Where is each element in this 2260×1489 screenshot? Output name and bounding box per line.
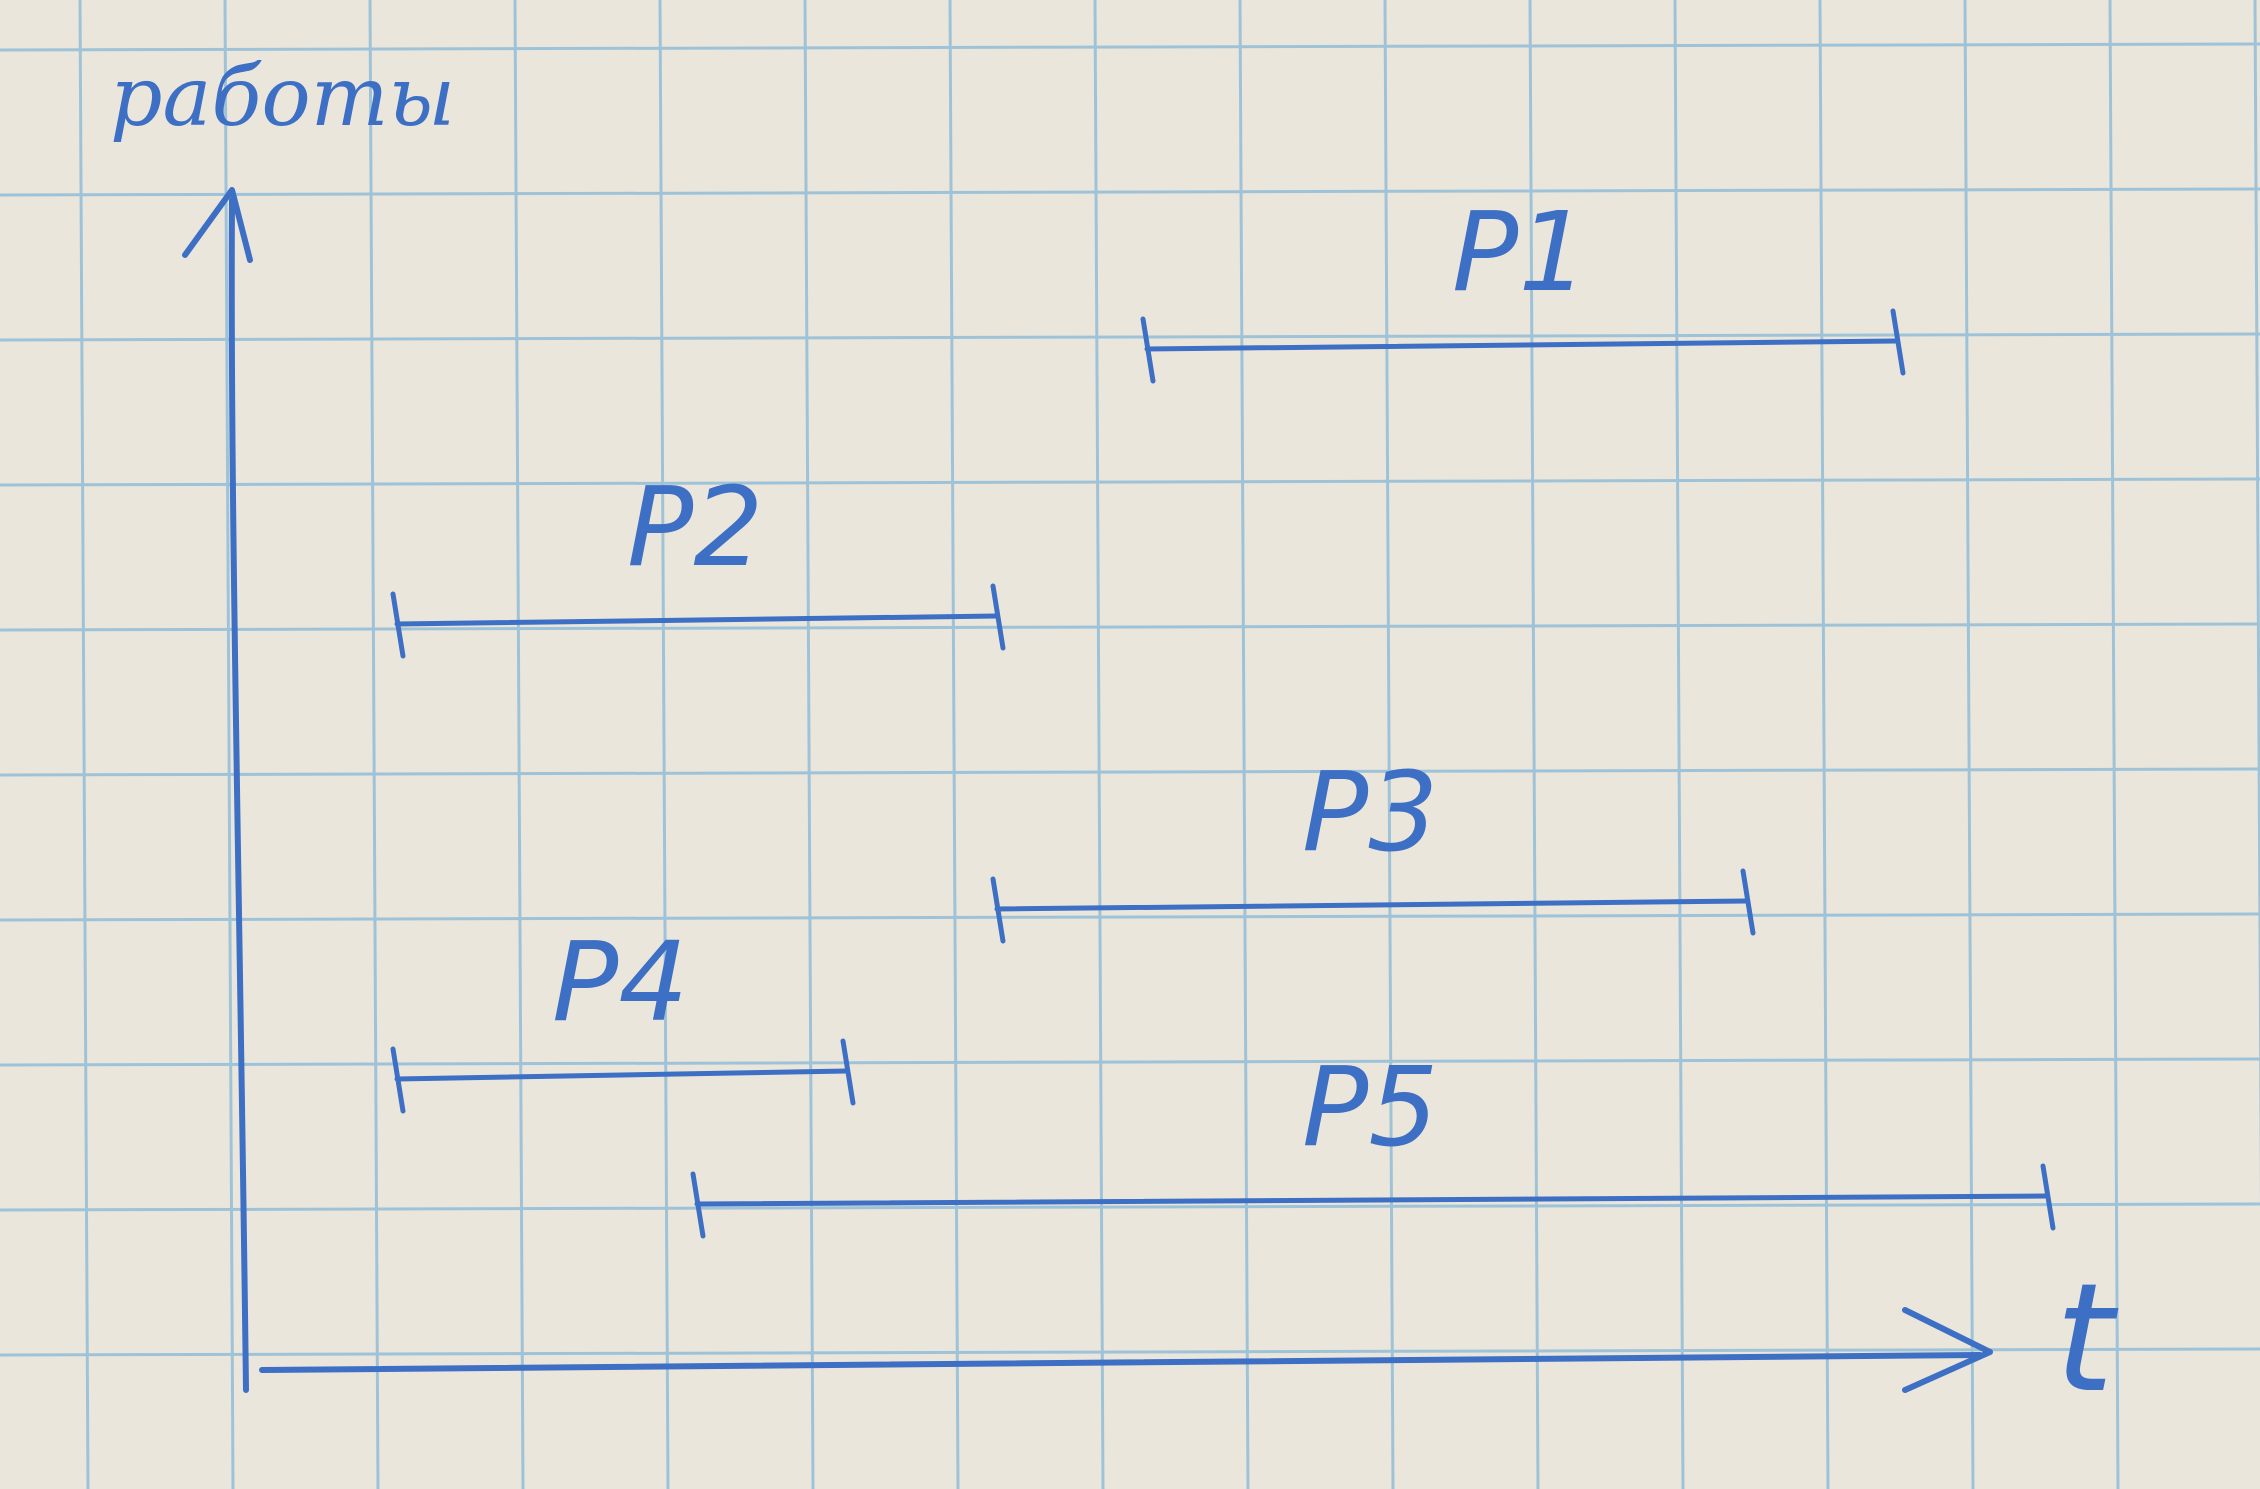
task-start-tick — [390, 591, 406, 659]
task-label: P4 — [552, 918, 688, 1046]
task-bar — [394, 613, 1000, 627]
task-p2: P2 — [390, 463, 1006, 659]
grid-line-vertical — [2253, 0, 2260, 1210]
task-label: P1 — [1452, 188, 1588, 316]
task-end-tick — [1890, 308, 1906, 376]
task-p3: P3 — [990, 748, 1756, 944]
task-label: P5 — [1302, 1043, 1438, 1171]
task-end-tick — [840, 1038, 856, 1106]
grid-line-horizontal — [0, 1347, 2260, 1357]
task-label: P2 — [627, 463, 763, 591]
grid-line-horizontal — [0, 1057, 2260, 1067]
y-axis-label: работы — [110, 50, 455, 145]
task-start-tick — [990, 876, 1006, 944]
task-end-tick — [1740, 868, 1756, 936]
task-p4: P4 — [390, 918, 856, 1114]
task-start-tick — [1140, 316, 1156, 384]
grid-line-vertical — [1238, 0, 1250, 1489]
grid-line-vertical — [1383, 0, 1395, 1489]
x-axis-arrow-icon — [1902, 1307, 1993, 1393]
x-axis — [259, 1307, 1993, 1393]
grid-line-horizontal — [0, 332, 2260, 342]
grid-line-horizontal — [0, 912, 2260, 922]
task-end-tick — [2040, 1163, 2056, 1231]
grid-line-horizontal — [0, 477, 2260, 487]
task-p5: P5 — [690, 1043, 2056, 1239]
grid-line-horizontal — [0, 1202, 2260, 1212]
grid-line-horizontal — [0, 187, 2260, 197]
grid-line-vertical — [513, 0, 525, 1489]
task-bar — [1144, 338, 1900, 352]
grid-line-vertical — [223, 0, 235, 1489]
grid-line-vertical — [1673, 0, 1685, 1489]
grid-line-vertical — [658, 0, 670, 1489]
task-p1: P1 — [1140, 188, 1906, 384]
task-bar — [694, 1193, 2050, 1207]
grid-line-horizontal — [0, 622, 2260, 632]
grid-line-vertical — [1963, 0, 1975, 1489]
grid-line-vertical — [368, 0, 380, 1489]
y-axis-arrow-icon — [182, 187, 253, 263]
grid-line-vertical — [1818, 0, 1830, 1489]
task-start-tick — [690, 1171, 706, 1239]
grid-line-vertical — [803, 0, 815, 1489]
grid-line-horizontal — [0, 767, 2260, 777]
y-axis — [182, 187, 253, 1393]
task-end-tick — [990, 583, 1006, 651]
task-label: P3 — [1302, 748, 1438, 876]
grid-line-vertical — [1528, 0, 1540, 1489]
grid-line-vertical — [948, 0, 960, 1489]
grid-line-vertical — [78, 0, 90, 1489]
x-axis-label: t — [2055, 1252, 2119, 1426]
task-bar — [394, 1068, 850, 1082]
task-bar — [994, 898, 1750, 912]
grid-line-vertical — [1093, 0, 1105, 1489]
grid-line-horizontal — [0, 42, 2260, 52]
grid-line-vertical — [2108, 0, 2120, 1489]
task-start-tick — [390, 1046, 406, 1114]
